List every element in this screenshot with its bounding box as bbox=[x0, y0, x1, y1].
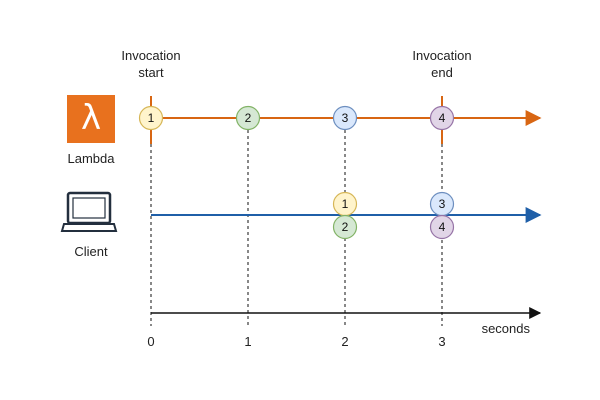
invocation-start-label-line2: start bbox=[138, 65, 164, 80]
lambda-icon: λ bbox=[67, 95, 115, 143]
client-marker-4: 4 bbox=[429, 214, 455, 240]
lambda-marker-2-label: 2 bbox=[245, 111, 252, 125]
lambda-marker-2-circle bbox=[235, 105, 261, 131]
lambda-icon-background bbox=[67, 95, 115, 143]
tick-label-2: 2 bbox=[341, 334, 348, 349]
client-marker-1-label: 1 bbox=[342, 197, 349, 211]
client-marker-2: 2 bbox=[332, 214, 358, 240]
monitor-inner-screen-icon bbox=[72, 197, 106, 219]
lambda-icon-glyph: λ bbox=[81, 98, 101, 138]
client-marker-2-label: 2 bbox=[342, 220, 349, 234]
lambda-marker-3-circle bbox=[332, 105, 358, 131]
tick-label-0: 0 bbox=[147, 334, 154, 349]
client-label: Client bbox=[74, 244, 108, 259]
lambda-markers: 1 2 3 4 bbox=[138, 105, 455, 131]
client-marker-3-label: 3 bbox=[439, 197, 446, 211]
monitor-base-icon bbox=[60, 223, 118, 232]
invocation-end-label-line2: end bbox=[431, 65, 453, 80]
lambda-marker-4-label: 4 bbox=[439, 111, 446, 125]
tick-label-1: 1 bbox=[244, 334, 251, 349]
lambda-marker-1-circle bbox=[138, 105, 164, 131]
lambda-marker-3: 3 bbox=[332, 105, 358, 131]
time-axis-unit-label: seconds bbox=[482, 321, 531, 336]
lambda-marker-4-circle bbox=[429, 105, 455, 131]
tick-label-3: 3 bbox=[438, 334, 445, 349]
lambda-marker-2: 2 bbox=[235, 105, 261, 131]
lambda-label: Lambda bbox=[68, 151, 116, 166]
invocation-start-label-line1: Invocation bbox=[121, 48, 180, 63]
invocation-end-label-line1: Invocation bbox=[412, 48, 471, 63]
lambda-marker-4: 4 bbox=[429, 105, 455, 131]
client-marker-1: 1 bbox=[332, 191, 358, 217]
client-marker-2-circle bbox=[332, 214, 358, 240]
time-guides bbox=[150, 96, 443, 326]
lambda-marker-1: 1 bbox=[138, 105, 164, 131]
client-monitor-icon bbox=[60, 191, 118, 232]
lambda-marker-3-label: 3 bbox=[342, 111, 349, 125]
client-marker-4-circle bbox=[429, 214, 455, 240]
time-axis-ticks: 0 1 2 3 bbox=[147, 334, 445, 349]
client-marker-4-label: 4 bbox=[439, 220, 446, 234]
lambda-marker-1-label: 1 bbox=[148, 111, 155, 125]
client-marker-3: 3 bbox=[429, 191, 455, 217]
client-markers: 1 2 3 4 bbox=[332, 191, 455, 240]
